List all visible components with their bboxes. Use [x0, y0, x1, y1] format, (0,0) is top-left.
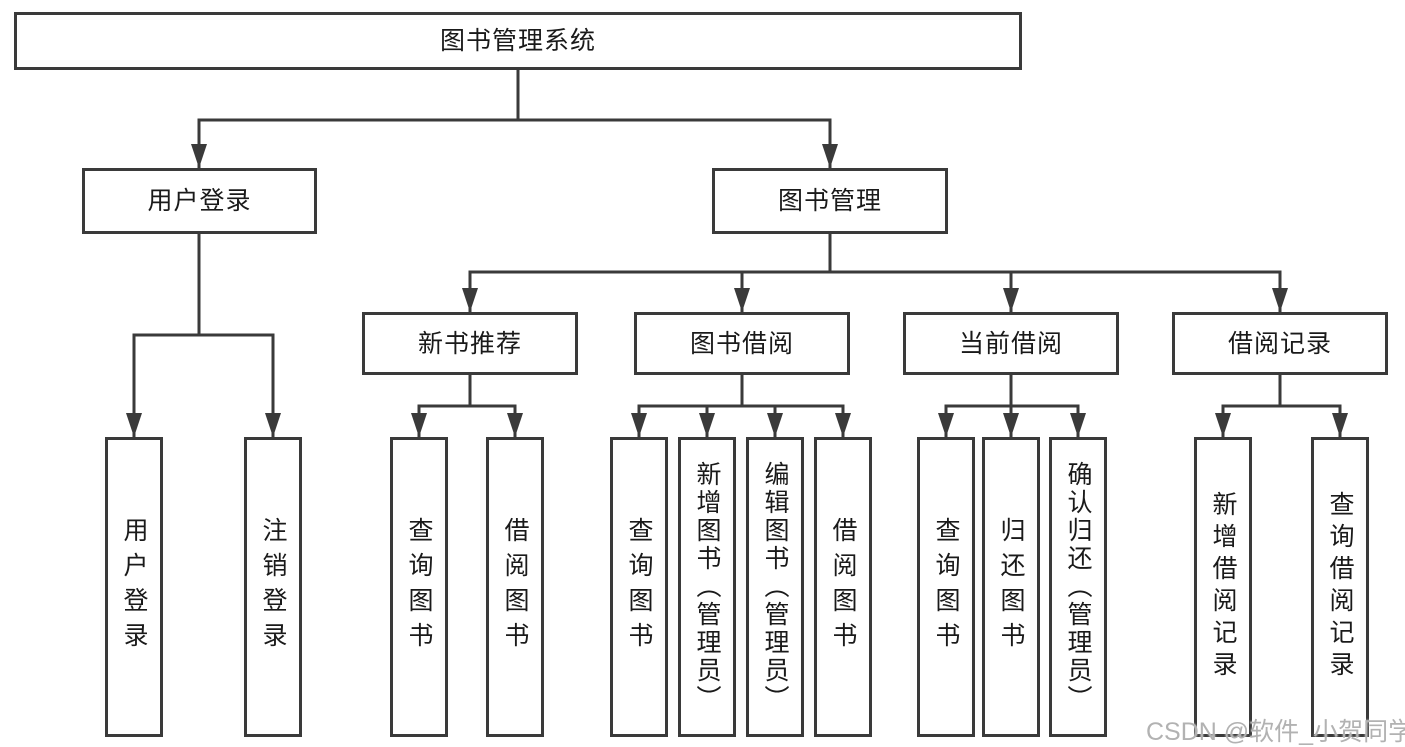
- node-leaf-confirm-return-admin: 确认归还（管理员）: [1049, 437, 1107, 737]
- node-borrow-records: 借阅记录: [1172, 312, 1388, 375]
- node-leaf-borrow-books-label: 借阅图书: [829, 517, 857, 657]
- node-current-borrow-label: 当前借阅: [958, 329, 1063, 358]
- node-leaf-query-books-borrow: 查询图书: [610, 437, 668, 737]
- node-leaf-return-books-label: 归还图书: [997, 517, 1025, 657]
- node-leaf-borrow-books-recommend: 借阅图书: [486, 437, 544, 737]
- node-leaf-user-login: 用户登录: [105, 437, 163, 737]
- node-root-system-label: 图书管理系统: [439, 27, 596, 55]
- node-leaf-query-books-current-label: 查询图书: [932, 517, 960, 657]
- node-book-management-branch-label: 图书管理: [777, 187, 882, 215]
- node-leaf-edit-books-admin: 编辑图书（管理员）: [746, 437, 804, 737]
- node-new-book-recommend: 新书推荐: [362, 312, 578, 375]
- node-borrow-records-label: 借阅记录: [1227, 329, 1332, 358]
- node-leaf-add-borrow-record-label: 新增借阅记录: [1209, 491, 1237, 683]
- node-leaf-user-login-label: 用户登录: [120, 517, 148, 657]
- node-leaf-query-books-current: 查询图书: [917, 437, 975, 737]
- node-leaf-query-books-recommend-label: 查询图书: [405, 517, 433, 657]
- node-current-borrow: 当前借阅: [903, 312, 1119, 375]
- node-new-book-recommend-label: 新书推荐: [417, 329, 522, 358]
- node-leaf-query-books-borrow-label: 查询图书: [625, 517, 653, 657]
- node-leaf-add-borrow-record: 新增借阅记录: [1194, 437, 1252, 737]
- node-user-login-branch-label: 用户登录: [147, 187, 252, 215]
- node-leaf-borrow-books: 借阅图书: [814, 437, 872, 737]
- node-book-borrow: 图书借阅: [634, 312, 850, 375]
- node-user-login-branch: 用户登录: [82, 168, 317, 234]
- node-leaf-confirm-return-admin-label: 确认归还（管理员）: [1064, 461, 1092, 713]
- node-leaf-query-borrow-record: 查询借阅记录: [1311, 437, 1369, 737]
- node-book-management-branch: 图书管理: [712, 168, 948, 234]
- node-root-system: 图书管理系统: [14, 12, 1022, 70]
- node-leaf-add-books-admin-label: 新增图书（管理员）: [693, 461, 721, 713]
- node-leaf-edit-books-admin-label: 编辑图书（管理员）: [761, 461, 789, 713]
- node-leaf-add-books-admin: 新增图书（管理员）: [678, 437, 736, 737]
- node-book-borrow-label: 图书借阅: [689, 329, 794, 358]
- csdn-watermark: CSDN @软件_小贺同学: [1146, 718, 1405, 746]
- node-leaf-query-borrow-record-label: 查询借阅记录: [1326, 491, 1354, 683]
- node-leaf-query-books-recommend: 查询图书: [390, 437, 448, 737]
- node-leaf-borrow-books-recommend-label: 借阅图书: [501, 517, 529, 657]
- node-leaf-logout: 注销登录: [244, 437, 302, 737]
- node-leaf-logout-label: 注销登录: [259, 517, 287, 657]
- node-leaf-return-books: 归还图书: [982, 437, 1040, 737]
